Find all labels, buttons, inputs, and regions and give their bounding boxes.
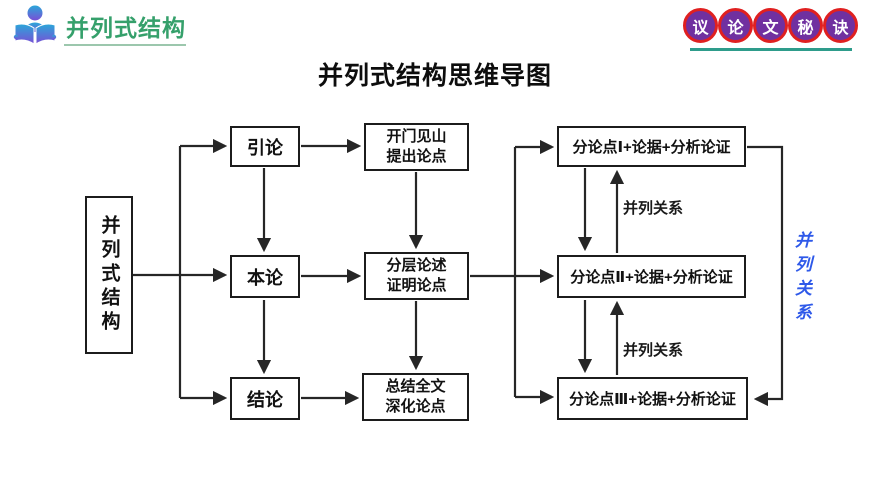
node-layered-argument: 分层论述 证明论点 bbox=[364, 252, 469, 300]
badge-char: 文 bbox=[753, 8, 788, 43]
node-subpoint-3: 分论点Ⅲ+论据+分析论证 bbox=[557, 377, 748, 420]
header-section-title: 并列式结构 bbox=[66, 15, 186, 41]
node-subpoint-2: 分论点Ⅱ+论据+分析论证 bbox=[557, 255, 746, 298]
badge-char: 秘 bbox=[788, 8, 823, 43]
badge-char: 论 bbox=[718, 8, 753, 43]
node-summarize-deepen: 总结全文 深化论点 bbox=[362, 373, 469, 421]
root-node-parallel-structure: 并列式结构 bbox=[85, 196, 133, 354]
node-subpoint-1: 分论点Ⅰ+论据+分析论证 bbox=[557, 126, 746, 167]
node-main-body: 本论 bbox=[230, 255, 300, 298]
logo-underline bbox=[64, 44, 186, 46]
badge-underline bbox=[690, 48, 852, 51]
relation-label-2: 并列关系 bbox=[623, 342, 684, 359]
badge-char: 诀 bbox=[823, 8, 858, 43]
header-badge: 议 论 文 秘 诀 bbox=[683, 8, 858, 43]
node-introduction: 引论 bbox=[230, 126, 300, 167]
node-open-with-thesis: 开门见山 提出论点 bbox=[364, 123, 469, 171]
reader-logo-icon bbox=[13, 5, 57, 45]
header-logo: 并列式结构 bbox=[12, 4, 186, 48]
node-conclusion: 结论 bbox=[230, 377, 300, 420]
relation-label-1: 并列关系 bbox=[623, 200, 684, 217]
badge-char: 议 bbox=[683, 8, 718, 43]
page-title: 并列式结构思维导图 bbox=[317, 62, 552, 90]
side-relation-label: 并列关系 bbox=[792, 231, 811, 327]
